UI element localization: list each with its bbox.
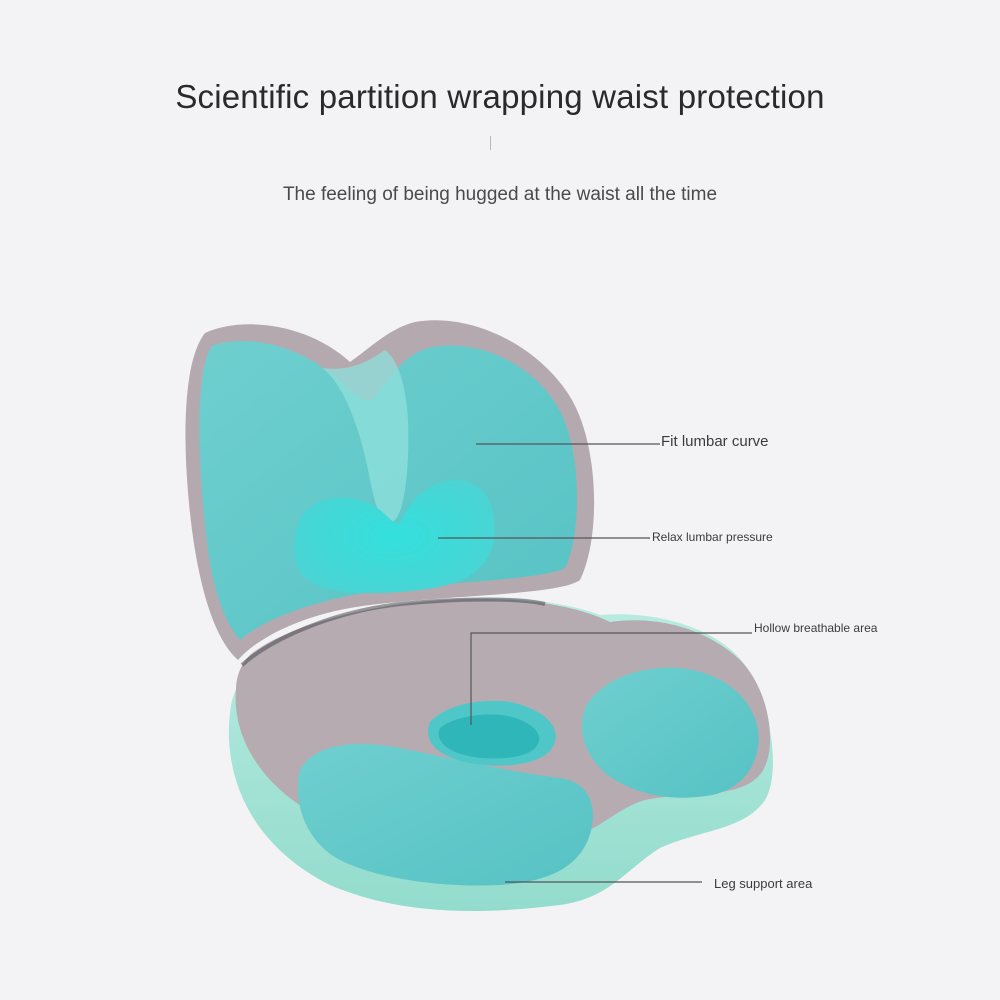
callout-hollow-breathable-area: Hollow breathable area — [754, 621, 878, 635]
lumbar-channel — [322, 350, 409, 523]
right-gel-wing — [581, 667, 759, 798]
lumbar-relief-zone — [294, 480, 495, 594]
callout-leg-support-area: Leg support area — [714, 876, 813, 891]
callout-fit-lumbar-curve: Fit lumbar curve — [661, 433, 769, 450]
callout-relax-lumbar-pressure: Relax lumbar pressure — [652, 530, 773, 544]
headline: Scientific partition wrapping waist prot… — [175, 78, 825, 115]
subheadline: The feeling of being hugged at the waist… — [282, 184, 718, 205]
leader-hollow — [470, 632, 752, 725]
divider-tick — [490, 136, 491, 150]
leg-support-gel — [297, 743, 593, 886]
